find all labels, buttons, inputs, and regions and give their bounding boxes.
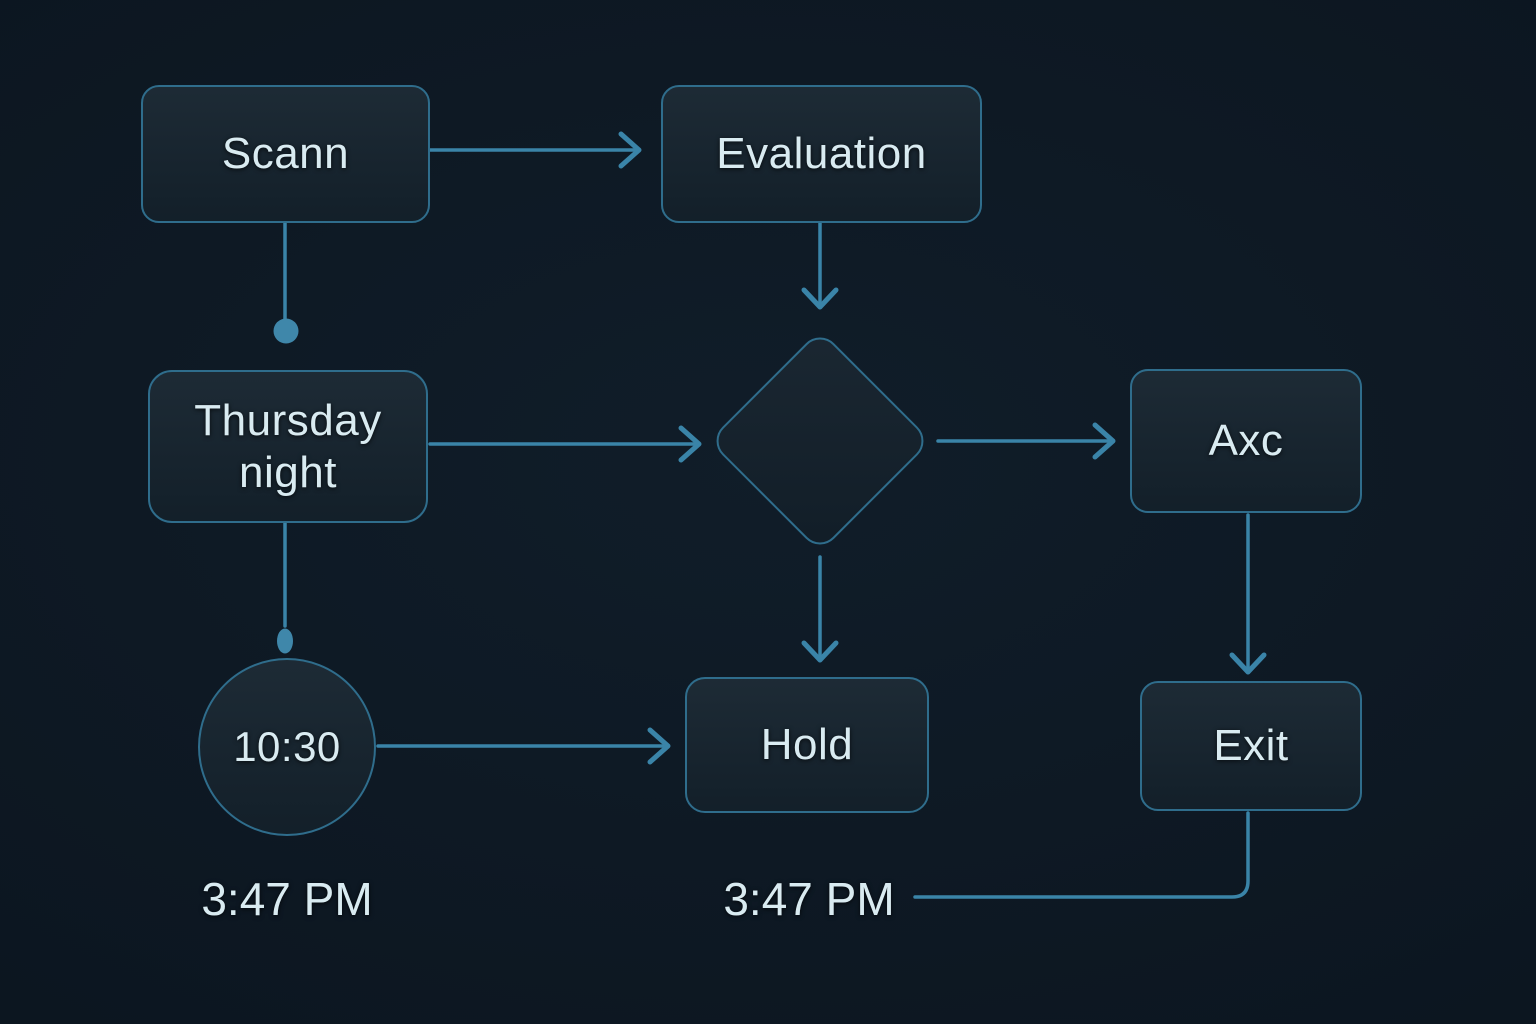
timestamp-center: 3:47 PM xyxy=(723,873,895,925)
edge-thursday-night-decision xyxy=(428,425,702,463)
edge-evaluation-decision xyxy=(801,221,839,310)
node-thursday-night-label: Thursday night xyxy=(194,396,382,497)
node-exit: Exit xyxy=(1140,681,1362,811)
dot-terminal-icon xyxy=(273,318,299,344)
node-scann: Scann xyxy=(141,85,430,223)
edge-decision-hold xyxy=(801,555,839,663)
node-decision-diamond xyxy=(708,329,932,553)
edge-decision-axc xyxy=(936,422,1116,460)
node-axc-label: Axc xyxy=(1208,416,1284,466)
node-axc: Axc xyxy=(1130,369,1362,513)
arrowhead-down-icon xyxy=(1229,652,1267,675)
edge-scann-thursday-night xyxy=(273,221,299,344)
timestamp-left: 3:47 PM xyxy=(201,873,373,925)
node-thursday-night: Thursday night xyxy=(148,370,428,523)
arrowhead-down-icon xyxy=(801,287,839,310)
node-evaluation-label: Evaluation xyxy=(716,129,927,179)
node-exit-label: Exit xyxy=(1213,721,1289,771)
node-evaluation: Evaluation xyxy=(661,85,982,223)
arrowhead-right-icon xyxy=(1092,422,1116,460)
edge-exit-time xyxy=(913,811,1250,899)
arrowhead-right-icon xyxy=(618,131,642,169)
node-clock: 10:30 xyxy=(198,658,376,836)
dot-terminal-icon xyxy=(277,628,293,654)
edge-axc-exit xyxy=(1229,513,1267,675)
node-hold-label: Hold xyxy=(760,720,854,770)
node-clock-label: 10:30 xyxy=(233,723,341,771)
arrowhead-down-icon xyxy=(801,640,839,663)
node-scann-label: Scann xyxy=(221,129,350,179)
edge-clock-hold xyxy=(376,727,671,765)
edge-scann-evaluation xyxy=(428,131,642,169)
node-hold: Hold xyxy=(685,677,929,813)
arrowhead-right-icon xyxy=(678,425,702,463)
edge-thursday-night-clock xyxy=(277,521,293,654)
arrowhead-right-icon xyxy=(647,727,671,765)
